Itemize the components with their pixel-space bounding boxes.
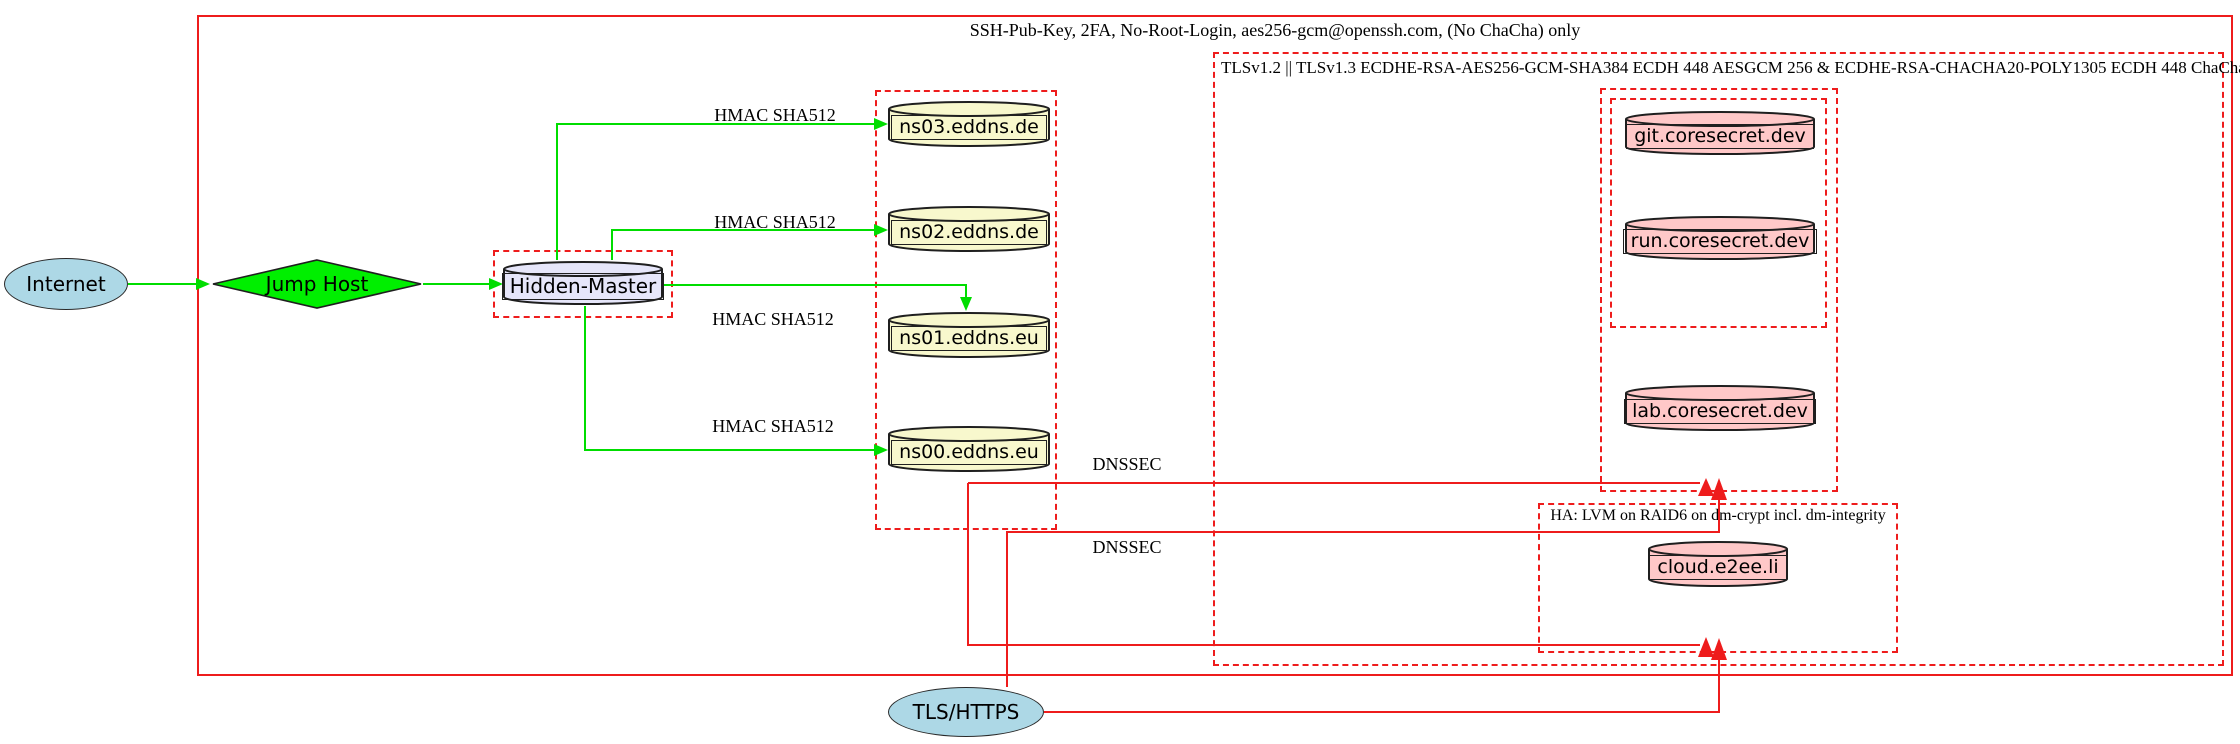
arrowhead-e2ee-2	[1711, 638, 1727, 660]
arrowhead-ns01	[960, 297, 972, 311]
edge-hiddenmaster-ns01	[663, 284, 967, 297]
node-lab: lab.coresecret.dev	[1624, 384, 1816, 432]
node-hidden-master: Hidden-Master	[501, 260, 665, 306]
edge-label-dnssec-2: DNSSEC	[1092, 537, 1162, 557]
node-ns01-label: ns01.eddns.eu	[891, 325, 1047, 352]
diamond-shape	[212, 259, 422, 309]
node-ns03-label: ns03.eddns.de	[891, 114, 1047, 141]
node-ns00-label: ns00.eddns.eu	[891, 439, 1047, 466]
node-cloud-label: cloud.e2ee.li	[1649, 554, 1787, 581]
arrowhead-coresecret-2	[1711, 478, 1727, 500]
node-ns01: ns01.eddns.eu	[888, 311, 1050, 359]
node-ns02: ns02.eddns.de	[888, 205, 1050, 253]
edge-hiddenmaster-ns00	[584, 306, 874, 451]
node-internet: Internet	[4, 258, 128, 310]
node-tls-https-label: TLS/HTTPS	[912, 700, 1020, 724]
edge-label-hmac-ns03: HMAC SHA512	[714, 105, 836, 125]
edge-hiddenmaster-ns02	[611, 229, 874, 260]
arrowhead-coresecret-1	[1698, 478, 1714, 496]
node-cloud: cloud.e2ee.li	[1648, 540, 1788, 588]
arrowhead-e2ee-1	[1698, 637, 1714, 657]
edge-hiddenmaster-ns03	[556, 123, 874, 260]
edge-tls-e2ee	[1044, 660, 1720, 713]
node-ns02-label: ns02.eddns.de	[891, 219, 1047, 246]
edge-dnssec-e2ee	[967, 483, 1700, 646]
arrowhead-ns02	[874, 224, 888, 236]
node-run-label: run.coresecret.dev	[1622, 228, 1818, 255]
node-lab-label: lab.coresecret.dev	[1624, 398, 1816, 425]
edge-label-hmac-ns00: HMAC SHA512	[712, 416, 834, 436]
cluster-label-ssh: SSH-Pub-Key, 2FA, No-Root-Login, aes256-…	[969, 20, 1581, 40]
node-git: git.coresecret.dev	[1625, 110, 1815, 156]
node-run: run.coresecret.dev	[1622, 215, 1818, 261]
edge-tls-coresecret	[1006, 500, 1720, 687]
arrowhead-hiddenmaster	[489, 278, 503, 290]
node-hidden-master-label: Hidden-Master	[501, 273, 665, 300]
cluster-label-tls: TLSv1.2 || TLSv1.3 ECDHE-RSA-AES256-GCM-…	[1221, 58, 2240, 77]
node-jump-host-label: Jump Host	[265, 272, 369, 296]
node-jump-host: Jump Host	[211, 259, 423, 309]
arrowhead-jumphost	[196, 278, 210, 290]
node-ns03: ns03.eddns.de	[888, 100, 1050, 148]
cluster-nameservers-box	[875, 90, 1057, 530]
cluster-ssh-box	[197, 15, 2233, 676]
edge-label-hmac-ns02: HMAC SHA512	[714, 212, 836, 232]
node-ns00: ns00.eddns.eu	[888, 425, 1050, 473]
node-git-label: git.coresecret.dev	[1626, 123, 1814, 150]
arrowhead-ns00	[874, 444, 888, 456]
arrowhead-ns03	[874, 118, 888, 130]
node-internet-label: Internet	[26, 272, 106, 296]
cluster-coresecret-inner-box	[1610, 98, 1827, 328]
node-tls-https: TLS/HTTPS	[888, 687, 1044, 737]
edge-label-dnssec-1: DNSSEC	[1092, 454, 1162, 474]
edge-label-hmac-ns01: HMAC SHA512	[712, 309, 834, 329]
